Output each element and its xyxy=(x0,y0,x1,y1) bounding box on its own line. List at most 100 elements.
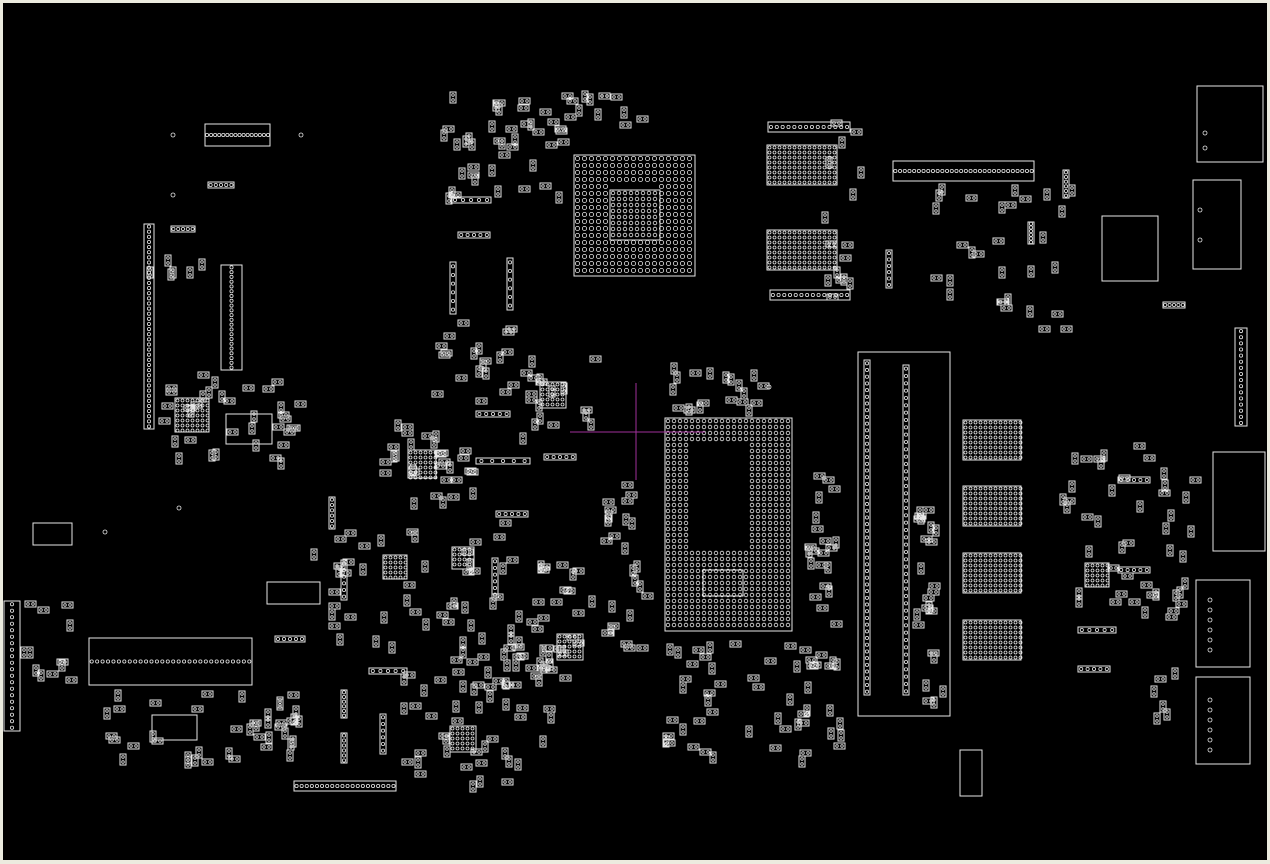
pin[interactable] xyxy=(10,667,15,672)
pin[interactable] xyxy=(1006,168,1011,173)
pin[interactable] xyxy=(773,574,779,580)
pin[interactable] xyxy=(793,292,798,297)
pin[interactable] xyxy=(229,332,234,337)
pin[interactable] xyxy=(249,386,253,390)
pin[interactable] xyxy=(681,688,685,692)
pin[interactable] xyxy=(812,658,816,662)
pin[interactable] xyxy=(146,280,151,285)
pin[interactable] xyxy=(677,424,683,430)
pin[interactable] xyxy=(456,193,460,197)
pin[interactable] xyxy=(1085,573,1090,578)
pin[interactable] xyxy=(278,380,282,384)
pin[interactable] xyxy=(193,707,197,711)
passive-component[interactable] xyxy=(581,90,589,103)
pin[interactable] xyxy=(1090,578,1095,583)
pin[interactable] xyxy=(533,627,537,631)
ic-chip[interactable] xyxy=(151,714,198,741)
pin[interactable] xyxy=(1003,568,1008,573)
pin[interactable] xyxy=(1008,630,1013,635)
pin[interactable] xyxy=(462,376,466,380)
pin[interactable] xyxy=(462,765,466,769)
pin[interactable] xyxy=(998,445,1003,450)
pin[interactable] xyxy=(293,637,298,642)
passive-component[interactable] xyxy=(1153,712,1161,725)
pin[interactable] xyxy=(761,538,767,544)
pin[interactable] xyxy=(1189,532,1193,536)
pin[interactable] xyxy=(235,757,239,761)
passive-component[interactable] xyxy=(1187,525,1195,538)
pin[interactable] xyxy=(767,508,773,514)
pin[interactable] xyxy=(1165,491,1169,495)
pin[interactable] xyxy=(787,235,792,240)
pin[interactable] xyxy=(462,557,467,562)
pin[interactable] xyxy=(973,511,978,516)
pin[interactable] xyxy=(988,573,993,578)
pin[interactable] xyxy=(1013,578,1018,583)
passive-component[interactable] xyxy=(410,497,418,510)
pin[interactable] xyxy=(978,506,983,511)
pin[interactable] xyxy=(204,373,208,377)
passive-component[interactable] xyxy=(935,189,943,202)
passive-component[interactable] xyxy=(714,680,727,688)
pin[interactable] xyxy=(1041,233,1045,237)
pin[interactable] xyxy=(460,731,465,736)
pin[interactable] xyxy=(498,358,502,362)
pin[interactable] xyxy=(737,436,743,442)
pin[interactable] xyxy=(452,478,456,482)
pin[interactable] xyxy=(582,211,588,217)
pin[interactable] xyxy=(541,110,545,114)
pin[interactable] xyxy=(616,202,622,208)
pin[interactable] xyxy=(465,726,470,731)
pin[interactable] xyxy=(708,369,712,373)
pin[interactable] xyxy=(761,430,767,436)
pin[interactable] xyxy=(704,401,708,405)
passive-component[interactable] xyxy=(536,373,544,386)
pin[interactable] xyxy=(610,155,616,161)
pin[interactable] xyxy=(589,155,595,161)
pin[interactable] xyxy=(1018,506,1023,511)
pin[interactable] xyxy=(934,590,938,594)
passive-component[interactable] xyxy=(496,351,504,364)
pin[interactable] xyxy=(111,659,116,664)
pin[interactable] xyxy=(555,397,560,402)
passive-component[interactable] xyxy=(505,325,518,333)
pin[interactable] xyxy=(1100,563,1105,568)
pin[interactable] xyxy=(659,218,665,224)
pin[interactable] xyxy=(987,168,992,173)
pin[interactable] xyxy=(1095,457,1099,461)
pin[interactable] xyxy=(671,508,677,514)
pin[interactable] xyxy=(1083,515,1087,519)
pin[interactable] xyxy=(10,680,15,685)
pin[interactable] xyxy=(1013,650,1018,655)
pin[interactable] xyxy=(566,676,570,680)
pin[interactable] xyxy=(507,286,512,291)
pin[interactable] xyxy=(1013,496,1018,501)
pin[interactable] xyxy=(659,204,665,210)
pin[interactable] xyxy=(792,230,797,235)
pin[interactable] xyxy=(550,387,554,391)
pin[interactable] xyxy=(403,560,408,565)
pin[interactable] xyxy=(298,132,304,138)
pin[interactable] xyxy=(865,515,870,520)
pin[interactable] xyxy=(1008,496,1013,501)
pin[interactable] xyxy=(904,447,909,452)
pin[interactable] xyxy=(785,550,791,556)
pin[interactable] xyxy=(755,580,761,586)
pin[interactable] xyxy=(779,478,785,484)
pin[interactable] xyxy=(665,472,671,478)
pin[interactable] xyxy=(666,169,672,175)
pin[interactable] xyxy=(785,448,791,454)
pin[interactable] xyxy=(1098,667,1103,672)
pin[interactable] xyxy=(832,250,837,255)
pin[interactable] xyxy=(1239,329,1244,334)
pin[interactable] xyxy=(549,423,553,427)
pin[interactable] xyxy=(665,580,671,586)
pin[interactable] xyxy=(464,321,468,325)
pin[interactable] xyxy=(680,232,686,238)
pin[interactable] xyxy=(1197,207,1203,213)
pin[interactable] xyxy=(968,496,973,501)
pin[interactable] xyxy=(998,440,1003,445)
pin[interactable] xyxy=(683,424,689,430)
pin[interactable] xyxy=(767,610,773,616)
pin[interactable] xyxy=(677,598,683,604)
